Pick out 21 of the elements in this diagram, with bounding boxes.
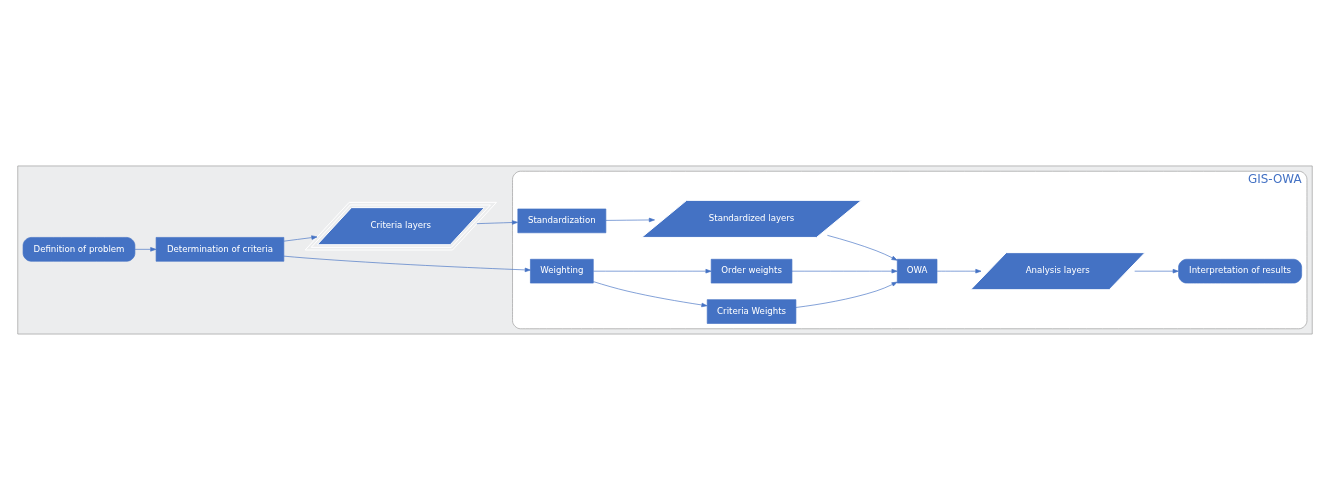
arrow bbox=[795, 281, 898, 308]
arrow bbox=[791, 269, 898, 274]
node-box: Standardization bbox=[517, 208, 607, 234]
arrow bbox=[476, 220, 518, 225]
node-box: Definition of problem bbox=[22, 237, 136, 262]
node-box: OWA bbox=[896, 258, 938, 284]
node-box: Interpretation of results bbox=[1178, 258, 1302, 284]
arrow bbox=[283, 235, 318, 242]
arrow bbox=[827, 235, 898, 261]
node-box: Determination of criteria bbox=[155, 237, 285, 262]
node-box: Order weights bbox=[710, 258, 793, 284]
arrow bbox=[605, 217, 655, 223]
arrow bbox=[1134, 269, 1179, 274]
arrow bbox=[593, 269, 712, 274]
arrow bbox=[936, 269, 982, 274]
node-box: Weighting bbox=[530, 258, 594, 284]
arrow bbox=[593, 281, 708, 308]
node-box: Criteria Weights bbox=[706, 299, 797, 324]
arrow bbox=[134, 247, 157, 252]
cluster bbox=[17, 165, 1313, 335]
arrow bbox=[283, 255, 531, 273]
